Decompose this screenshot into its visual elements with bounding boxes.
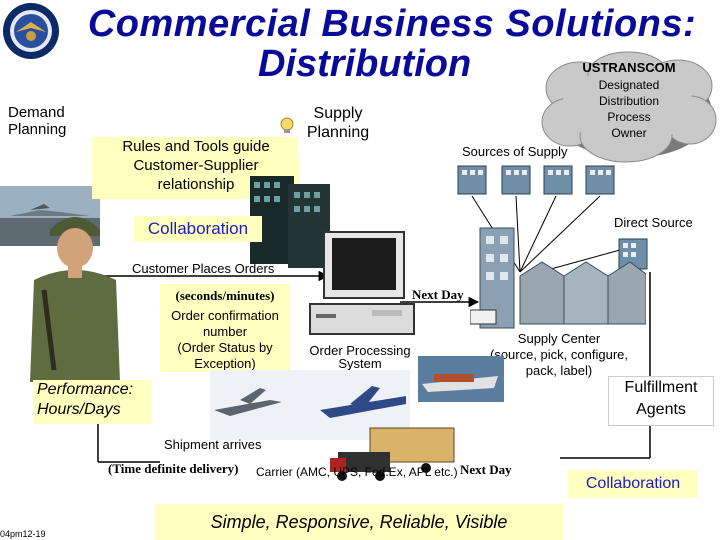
next-day-bottom-label: Next Day	[460, 462, 512, 477]
order-confirmation-line-2: number	[202, 324, 248, 339]
performance-line-1: Performance:	[37, 381, 134, 398]
sources-of-supply-label: Sources of Supply	[462, 144, 568, 159]
time-definite-label: (Time definite delivery)	[108, 461, 239, 476]
dod-seal-logo	[2, 2, 60, 60]
collaboration-bottom-label: Collaboration	[585, 475, 681, 492]
supply-center-line-3: pack, label)	[525, 363, 593, 378]
customer-places-orders-label: Customer Places Orders	[132, 261, 275, 276]
ustranscom-line-2: Distribution	[598, 94, 660, 108]
ustranscom-cloud: USTRANSCOM Designated Distribution Proce…	[540, 48, 718, 166]
rules-tools-line-1: Rules and Tools guide	[122, 138, 270, 155]
ustranscom-line-4: Owner	[611, 126, 647, 140]
order-processing-label: Order Processing System	[302, 344, 418, 370]
order-processing-line-1: Order Processing	[309, 343, 411, 358]
title-line-1: Commercial Business Solutions:	[87, 3, 697, 45]
direct-source-label: Direct Source	[614, 215, 693, 230]
order-confirmation-line-1: Order confirmation	[171, 308, 279, 323]
trucks-photo	[330, 422, 460, 488]
rules-tools-line-2: Customer-Supplier	[133, 157, 259, 174]
fulfillment-agents-line-1: Fulfillment	[624, 379, 698, 396]
supply-planning-box: Supply Planning	[298, 104, 378, 154]
tagline-label: Simple, Responsive, Reliable, Visible	[210, 512, 508, 532]
fulfillment-agents-box: Fulfillment Agents	[608, 376, 714, 426]
seconds-minutes-label: (seconds/minutes)	[175, 288, 275, 303]
supply-buildings-row	[456, 162, 626, 198]
collaboration-bottom-box: Collaboration	[568, 470, 698, 498]
title-line-2: Distribution	[258, 43, 472, 85]
supply-planning-line-1: Supply	[313, 105, 363, 122]
rules-tools-line-3: relationship	[157, 176, 235, 193]
computer-icon	[302, 230, 418, 340]
ustranscom-heading: USTRANSCOM	[582, 60, 676, 75]
order-confirmation-box: (seconds/minutes) Order confirmation num…	[160, 284, 290, 372]
lightbulb-icon	[280, 117, 294, 135]
supply-planning-line-2: Planning	[306, 124, 370, 141]
next-day-top-label: Next Day	[412, 287, 464, 302]
soldier-figure	[20, 200, 130, 382]
order-confirmation-line-4: Exception)	[194, 356, 256, 371]
demand-planning-line-1: Demand	[8, 104, 65, 121]
demand-planning-line-2: Planning	[8, 121, 67, 138]
ustranscom-line-3: Process	[607, 110, 651, 124]
carrier-label: Carrier (AMC, UPS, Fed.Ex, APL etc.)	[256, 465, 458, 479]
supply-center-complex	[469, 224, 647, 334]
demand-planning-label: Demand Planning	[8, 104, 66, 138]
shipment-arrives-label: Shipment arrives	[164, 437, 262, 452]
order-processing-line-2: System	[338, 356, 382, 371]
collaboration-top-label: Collaboration	[147, 219, 249, 238]
fulfillment-agents-line-2: Agents	[636, 401, 686, 418]
tagline-box: Simple, Responsive, Reliable, Visible	[155, 504, 563, 540]
footer-code: 04pm12-19	[0, 529, 46, 539]
rules-tools-box: Rules and Tools guide Customer-Supplier …	[92, 137, 300, 199]
performance-line-2: Hours/Days	[37, 401, 121, 418]
collaboration-top-box: Collaboration	[134, 216, 262, 242]
order-confirmation-line-3: (Order Status by	[177, 340, 273, 355]
supply-center-line-2: (source, pick, configure,	[489, 347, 628, 362]
performance-box: Performance: Hours/Days	[33, 380, 151, 424]
supply-center-line-1: Supply Center	[517, 331, 601, 346]
ustranscom-line-1: Designated	[598, 78, 660, 92]
cargo-ship-photo	[418, 356, 504, 402]
